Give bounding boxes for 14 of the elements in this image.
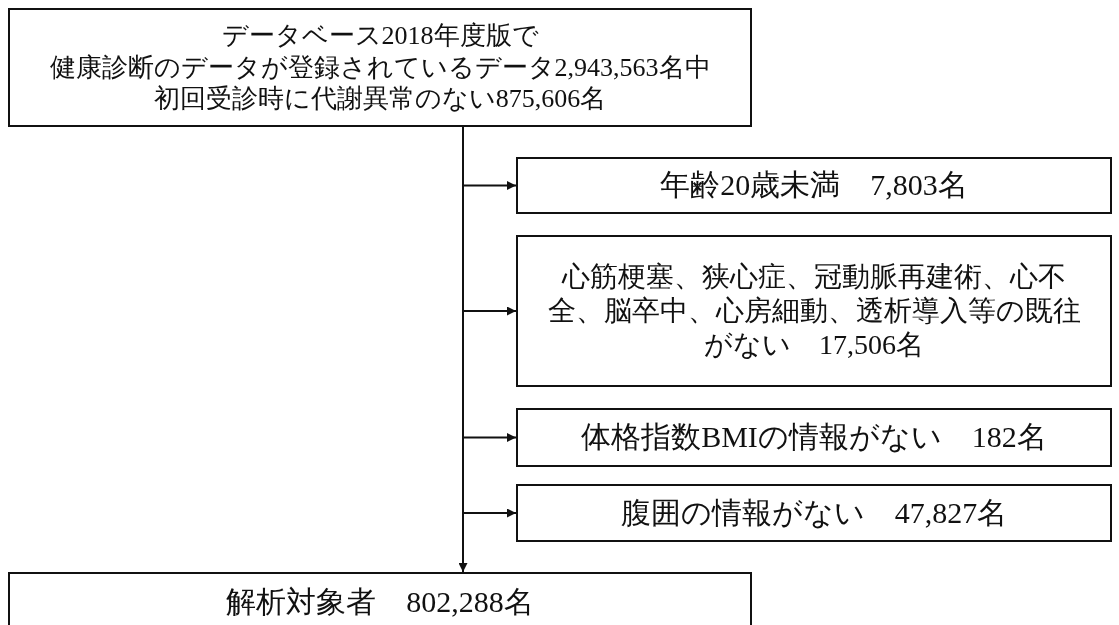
- process-box: [516, 235, 1112, 387]
- process-box: [516, 157, 1112, 214]
- box-text: 健康診断のデータが登録されているデータ2,943,563名中: [49, 51, 711, 84]
- box-text: 心筋梗塞、狭心症、冠動脈再建術、心不全、脳卒中、心房細動、透析導入等の既往がない 17,506名: [546, 259, 1082, 363]
- box-text: 解析対象者 802,288名: [226, 584, 534, 620]
- process-box: [516, 408, 1112, 467]
- process-box: [8, 572, 752, 625]
- box-text: データベース2018年度版で: [221, 19, 539, 52]
- box-text: 初回受診時に代謝異常のない875,606名: [153, 83, 607, 116]
- process-box: [516, 484, 1112, 542]
- box-text: 腹囲の情報がない 47,827名: [620, 494, 1008, 531]
- process-box: [8, 8, 752, 127]
- box-text: 体格指数BMIの情報がない 182名: [581, 419, 1047, 456]
- box-text: 年齢20歳未満 7,803名: [660, 167, 968, 204]
